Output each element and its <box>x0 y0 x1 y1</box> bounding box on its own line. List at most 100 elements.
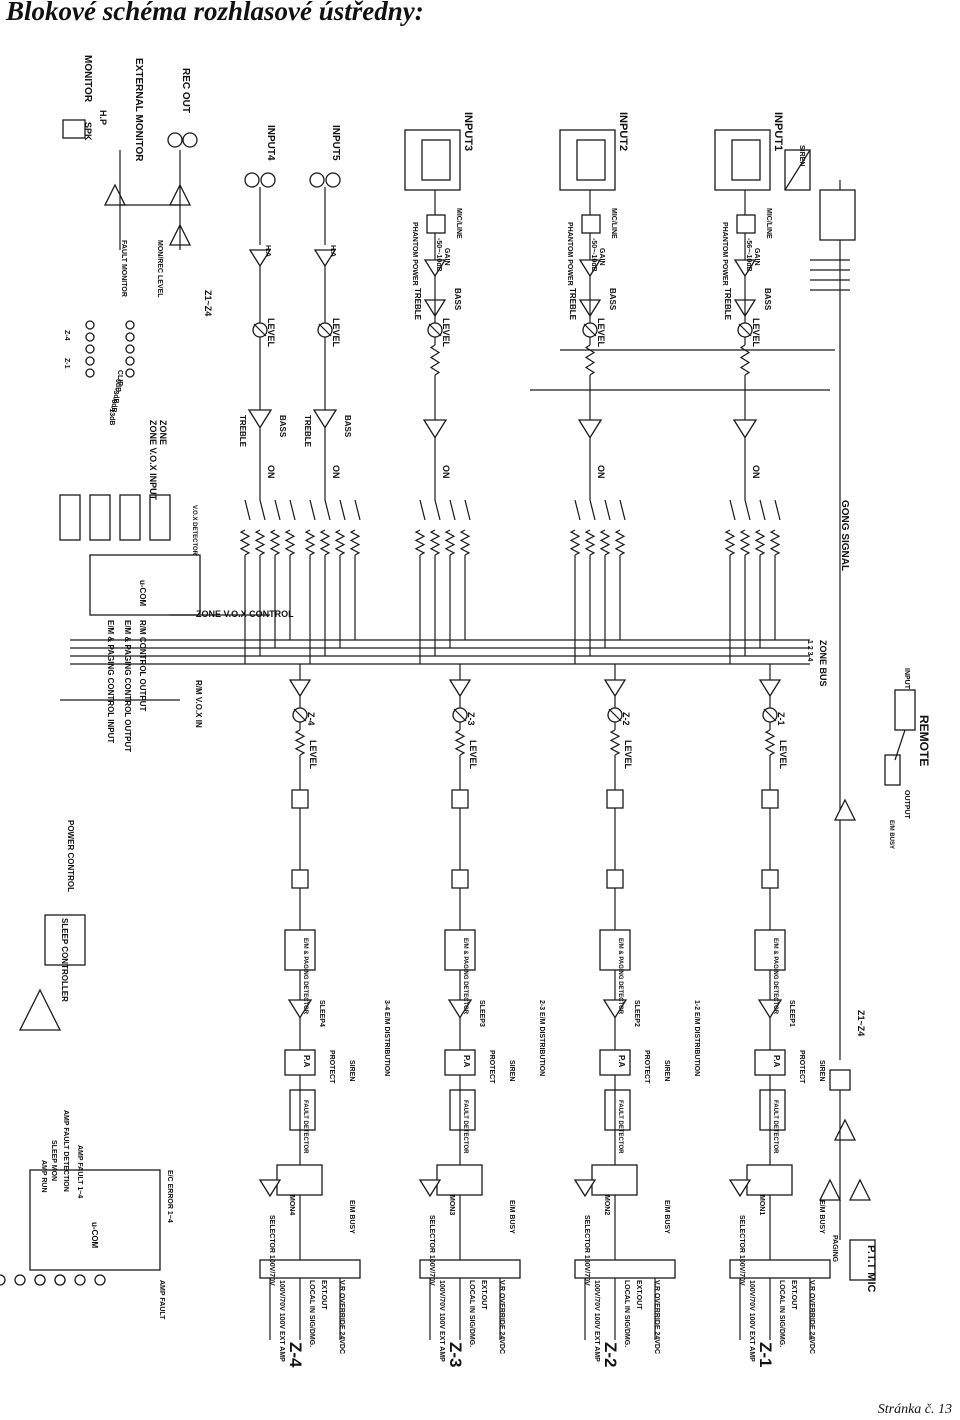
micline-label: MIC/LINE <box>610 208 617 239</box>
zone-label-Z-3: Z-3 <box>446 1342 465 1368</box>
selector-label: SELECTOR 100V/70V <box>583 1215 590 1286</box>
hp-label: H.P <box>98 110 108 125</box>
bass-label: BASS <box>278 415 287 438</box>
zone-vox-control-label: ZONE V.O.X CONTROL <box>196 609 294 619</box>
level-label: LEVEL <box>331 318 341 348</box>
page-footer: Stránka č. 13 <box>878 1402 952 1418</box>
fault-detector-label: FAULT DETECTOR <box>462 1100 468 1154</box>
siren-label: SIREN <box>818 1060 825 1081</box>
phantom-label: PHANTOM POWER <box>721 222 728 286</box>
sleep-label: SLEEP1 <box>788 1000 795 1027</box>
zone-label-Z-1: Z-1 <box>756 1342 775 1368</box>
gain-range-1: -56~-10dB <box>745 238 752 272</box>
gain-label: GAIN <box>753 248 760 266</box>
zone-vox-input-label: ZONE V.O.X INPUT <box>148 420 158 501</box>
amp-fault-label: AMP FAULT <box>158 1280 165 1320</box>
ptt-mic-label: P.T.T MIC <box>865 1245 877 1293</box>
fault-detector-label: FAULT DETECTOR <box>302 1100 308 1154</box>
micline-label: MIC/LINE <box>765 208 772 239</box>
level-label: LEVEL <box>623 740 633 770</box>
level-label: LEVEL <box>751 318 761 348</box>
treble-label: TREBLE <box>723 288 732 321</box>
pa-label: P.A <box>302 1055 311 1068</box>
line-input-channels <box>241 173 360 664</box>
zone-level-label: Z-3 <box>466 712 476 726</box>
gain-range-2: -50~-10dB <box>590 238 597 272</box>
vox-detector-label: V.O.X DETECTOR <box>191 505 197 556</box>
on-label: ON <box>266 465 276 479</box>
local-in-label: LOCAL IN SIG/DMG. <box>623 1280 630 1347</box>
on-label: ON <box>596 465 606 479</box>
protect-label: PROTECT <box>488 1050 495 1084</box>
bass-label: BASS <box>453 288 462 311</box>
zone-level-label: Z-4 <box>306 712 316 726</box>
phantom-label: PHANTOM POWER <box>566 222 573 286</box>
vr-override-label: V.R OVERRIDE 24VDC <box>808 1280 815 1354</box>
ucom-upper-label: u-COM <box>138 580 147 607</box>
ext-out-label: EXT.OUT <box>480 1280 487 1310</box>
pa-label: P.A <box>772 1055 781 1068</box>
paging-label: PAGING <box>831 1235 838 1263</box>
ucom-lower-label: u-COM <box>90 1222 99 1249</box>
remote-output-label: OUTPUT <box>903 790 910 820</box>
local-in-label: LOCAL IN SIG/DMG. <box>308 1280 315 1347</box>
sleep-label: SLEEP2 <box>633 1000 640 1027</box>
level-label: LEVEL <box>266 318 276 348</box>
level-label: LEVEL <box>778 740 788 770</box>
micline-label: MIC/LINE <box>455 208 462 239</box>
ha-label: H.A <box>329 245 336 257</box>
on-label: ON <box>751 465 761 479</box>
ec-error-label: E/C ERROR 1~4 <box>166 1170 173 1223</box>
em-paging-input-label: E/M & PAGING CONTROL INPUT <box>106 620 115 743</box>
em-busy-label: E/M BUSY <box>663 1200 670 1234</box>
remote-block <box>835 690 915 820</box>
zone-bus-lines <box>70 640 810 664</box>
em-paging-output-label: E/M & PAGING CONTROL OUTPUT <box>123 620 132 752</box>
ext-amp-label: 100V/70V 100V EXT AMP <box>748 1280 755 1362</box>
phantom-label: PHANTOM POWER <box>411 222 418 286</box>
input-label-1: INPUT1 <box>772 112 784 151</box>
mon-rec-level-label: MON/REC LEVEL <box>156 240 163 298</box>
treble-label: TREBLE <box>238 415 247 448</box>
remote-input-label: INPUT <box>903 668 910 690</box>
rm-vox-in-label: R/M V.O.X IN <box>194 680 203 728</box>
amp-fault-1-4-label: AMP FAULT 1~4 <box>76 1145 83 1198</box>
fault-detector-label: FAULT DETECTOR <box>772 1100 778 1154</box>
em-detector-label: E/M & PAGING DETECTOR <box>617 938 623 1015</box>
input-label-line-5: INPUT5 <box>330 125 341 161</box>
z1z4-label: Z1~Z4 <box>203 290 213 316</box>
bass-label: BASS <box>343 415 352 438</box>
gain-label: GAIN <box>598 248 605 266</box>
rec-out-label: REC OUT <box>180 68 191 113</box>
protect-label: PROTECT <box>328 1050 335 1084</box>
zone-bus-label: ZONE BUS <box>818 640 828 687</box>
mon-label: MON2 <box>603 1195 610 1215</box>
remote-em-busy-label: E/M BUSY <box>888 820 894 849</box>
amp-fault-detection-label: AMP FAULT DETECTION <box>62 1110 69 1192</box>
zone-label-Z-2: Z-2 <box>601 1342 620 1368</box>
mon-label: MON4 <box>288 1195 295 1215</box>
z-range-start: Z-4 <box>63 330 70 341</box>
fault-monitor-label: FAULT MONITOR <box>120 240 127 297</box>
level-label: LEVEL <box>308 740 318 770</box>
ext-amp-label: 100V/70V 100V EXT AMP <box>593 1280 600 1362</box>
ext-out-label: EXT.OUT <box>320 1280 327 1310</box>
em-distribution-label: 1-2 E/M DISTRIBUTION <box>693 1000 700 1076</box>
zone-label: ZONE <box>158 420 168 445</box>
em-detector-label: E/M & PAGING DETECTOR <box>462 938 468 1015</box>
vr-override-label: V.R OVERRIDE 24VDC <box>338 1280 345 1354</box>
input-label-line-4: INPUT4 <box>265 125 276 161</box>
remote-label: REMOTE <box>917 715 931 766</box>
pa-label: P.A <box>617 1055 626 1068</box>
z-range-end: Z-1 <box>63 358 70 369</box>
gain-range-3: -50~-10dB <box>435 238 442 272</box>
selector-label: SELECTOR 100V/70V <box>738 1215 745 1286</box>
ext-amp-label: 100V/70V 100V EXT AMP <box>278 1280 285 1362</box>
ucom-lower-box <box>30 1170 160 1270</box>
bass-label: BASS <box>763 288 772 311</box>
zone-level-label: Z-2 <box>621 712 631 726</box>
siren-block <box>785 150 855 290</box>
on-label: ON <box>441 465 451 479</box>
em-detector-label: E/M & PAGING DETECTOR <box>302 938 308 1015</box>
